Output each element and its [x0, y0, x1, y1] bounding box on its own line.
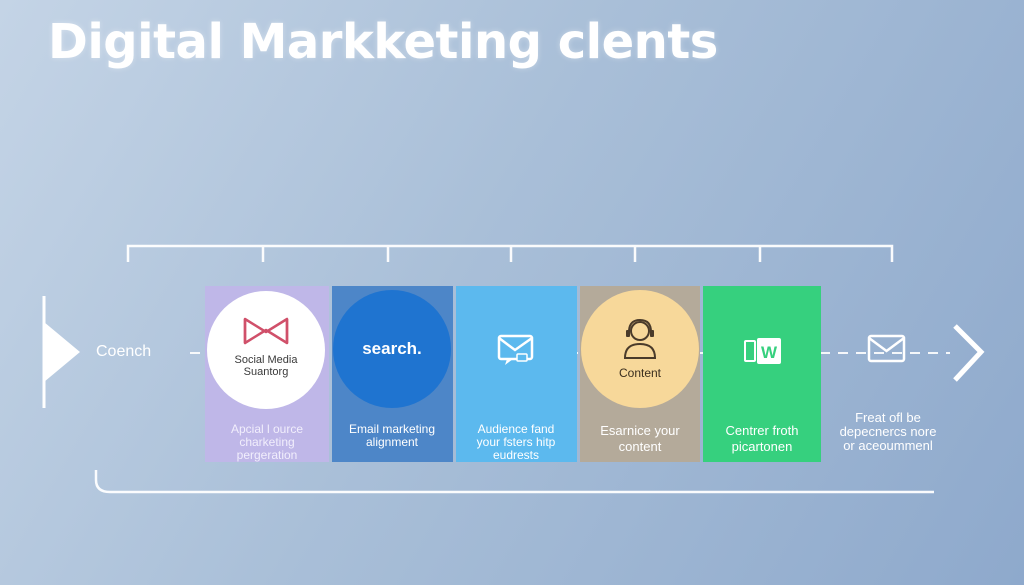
caption-line: charketing [239, 435, 295, 449]
step-caption: Apcial l ource charketing pergeration [206, 423, 328, 462]
caption-line: your fsters hitp [476, 435, 556, 449]
step-circle-content: Content [581, 290, 699, 408]
word-document-icon: W [744, 338, 781, 364]
ribbon-icon [243, 317, 289, 345]
panel-audience [456, 286, 577, 462]
start-triangle [44, 322, 80, 382]
caption-line: content [618, 439, 662, 454]
caption-line: Audience fand [477, 422, 555, 436]
caption-line: depecnercs nore [839, 424, 937, 439]
step-caption: Email marketing alignment [331, 423, 453, 449]
step-caption: Centrer froth picartonen [701, 423, 823, 455]
panel-centrer [703, 286, 821, 462]
start-label: Coench [96, 343, 152, 360]
chevron-right-icon [953, 324, 985, 382]
caption-line: Centrer froth [725, 423, 799, 438]
page-title: Digital Markketing clents [48, 14, 718, 70]
caption-line: or aceoummenl [843, 438, 933, 453]
caption-line: eudrests [492, 448, 540, 462]
circle-label: Suantorg [243, 366, 289, 378]
svg-text:W: W [761, 343, 778, 362]
caption-line: picartonen [731, 439, 793, 454]
email-chat-icon [497, 334, 534, 365]
content-label: Content [618, 366, 662, 380]
step-circle-search: search. [333, 290, 451, 408]
step-circle-social: Social Media Suantorg [207, 291, 325, 409]
caption-line: pergeration [236, 448, 298, 462]
caption-line: Freat ofl be [855, 410, 921, 425]
step-caption: Audience fand your fsters hitp eudrests [455, 423, 577, 462]
person-headset-icon [623, 318, 657, 359]
step-caption: Freat ofl be depecnercs nore or aceoumme… [826, 411, 950, 453]
bottom-bracket [94, 470, 934, 494]
caption-line: Apcial l ource [230, 422, 304, 436]
envelope-icon [867, 334, 906, 363]
caption-line: Email marketing [348, 422, 436, 436]
caption-line: alignment [365, 435, 419, 449]
step-caption: Esarnice your content [579, 423, 701, 455]
circle-label: Social Media [234, 354, 298, 366]
search-label: search. [362, 339, 422, 358]
caption-line: Esarnice your [600, 423, 680, 438]
